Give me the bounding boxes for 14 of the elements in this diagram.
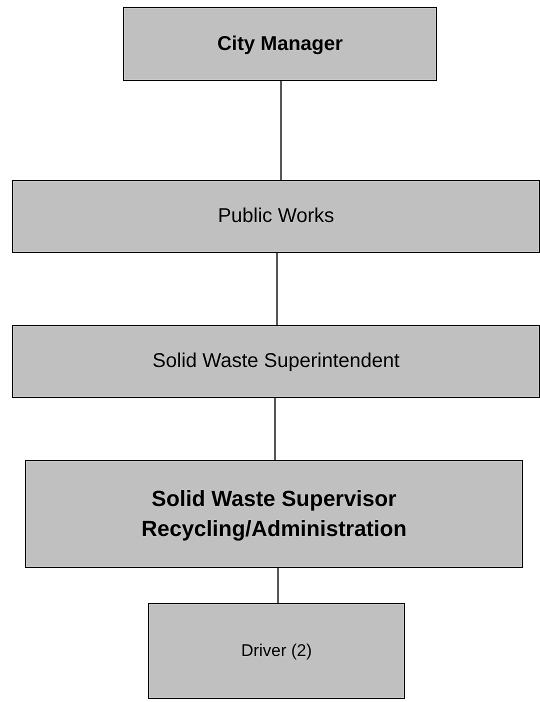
role-title: Solid Waste Supervisor Recycling/Administration [140, 485, 408, 543]
connector-line [274, 398, 276, 460]
role-title: Public Works [218, 204, 334, 229]
org-box [12, 180, 540, 253]
org-box [148, 603, 405, 699]
connector-line [277, 568, 279, 603]
connector-line [276, 253, 278, 325]
connector-line [280, 81, 282, 180]
org-box [12, 325, 540, 398]
org-box [123, 7, 437, 81]
role-title: Driver (2) [241, 640, 312, 662]
org-box [25, 460, 523, 568]
role-title: City Manager [217, 32, 343, 56]
role-title: Solid Waste Superintendent [152, 349, 400, 374]
